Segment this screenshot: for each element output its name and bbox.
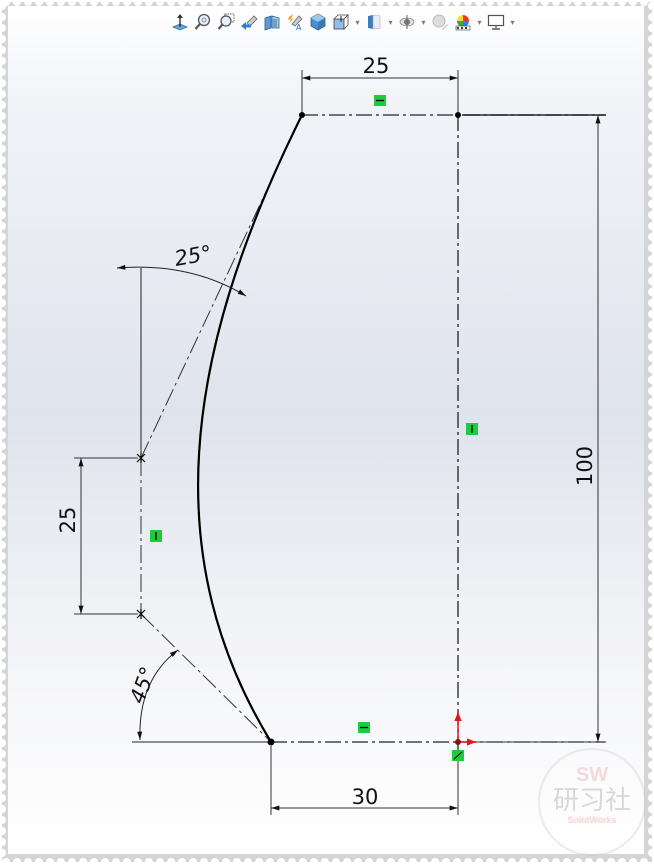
monitor-dropdown[interactable]: ▾	[510, 17, 515, 27]
spline-top-point[interactable]	[299, 112, 305, 118]
construction-point-lower[interactable]	[136, 609, 146, 619]
hide-show-dropdown[interactable]: ▾	[388, 17, 393, 27]
vertical-relation-construction[interactable]	[150, 530, 162, 542]
horizontal-relation-bottom[interactable]	[358, 722, 370, 733]
vertical-relation-centerline[interactable]	[466, 423, 478, 435]
zoom-to-fit-icon[interactable]	[193, 12, 213, 32]
edit-appearance-dropdown[interactable]: ▾	[421, 17, 426, 27]
upper-angle-arc[interactable]	[116, 264, 247, 297]
monitor-icon[interactable]	[486, 12, 506, 32]
svg-text:A: A	[296, 23, 302, 31]
normal-to-icon[interactable]	[170, 12, 190, 32]
hide-show-items-icon[interactable]	[364, 12, 384, 32]
heads-up-view-toolbar: A ▾ ▾ ▾ ▾ ▾	[170, 9, 516, 35]
view-orientation-icon[interactable]	[308, 12, 328, 32]
previous-view-icon[interactable]	[239, 12, 259, 32]
watermark-brand: SolidWorks	[567, 815, 617, 825]
edit-appearance-eye-icon[interactable]	[397, 12, 417, 32]
watermark: SW 研习社 SolidWorks	[538, 748, 646, 856]
dynamic-annotation-icon[interactable]: A	[285, 12, 305, 32]
height-dimension[interactable]: 100	[573, 446, 597, 486]
zoom-to-area-icon[interactable]	[216, 12, 236, 32]
spline-bottom-point[interactable]	[267, 738, 275, 746]
left-vertical-dimension[interactable]: 25	[56, 507, 80, 534]
bottom-width-dimension[interactable]: 30	[352, 785, 379, 809]
centerline-top-point[interactable]	[455, 112, 461, 118]
graphics-area[interactable]	[8, 6, 644, 854]
display-style-icon[interactable]	[331, 12, 351, 32]
watermark-logo: SW	[575, 764, 609, 786]
apply-scene-icon[interactable]	[430, 12, 450, 32]
watermark-text: 研习社	[552, 786, 631, 816]
lower-tangent-construction-line[interactable]	[140, 613, 272, 743]
horizontal-relation-top[interactable]	[374, 95, 386, 106]
view-settings-dropdown[interactable]: ▾	[477, 17, 482, 27]
section-view-icon[interactable]	[262, 12, 282, 32]
sketch-origin[interactable]	[452, 712, 476, 761]
display-style-dropdown[interactable]: ▾	[355, 17, 360, 27]
profile-spline[interactable]	[196, 114, 303, 743]
view-settings-icon[interactable]	[453, 12, 473, 32]
top-width-dimension[interactable]: 25	[363, 54, 390, 78]
lower-angle-dimension[interactable]: 45°	[125, 664, 160, 707]
upper-angle-dimension[interactable]: 25°	[173, 241, 214, 271]
lower-angle-arc[interactable]	[137, 649, 179, 741]
